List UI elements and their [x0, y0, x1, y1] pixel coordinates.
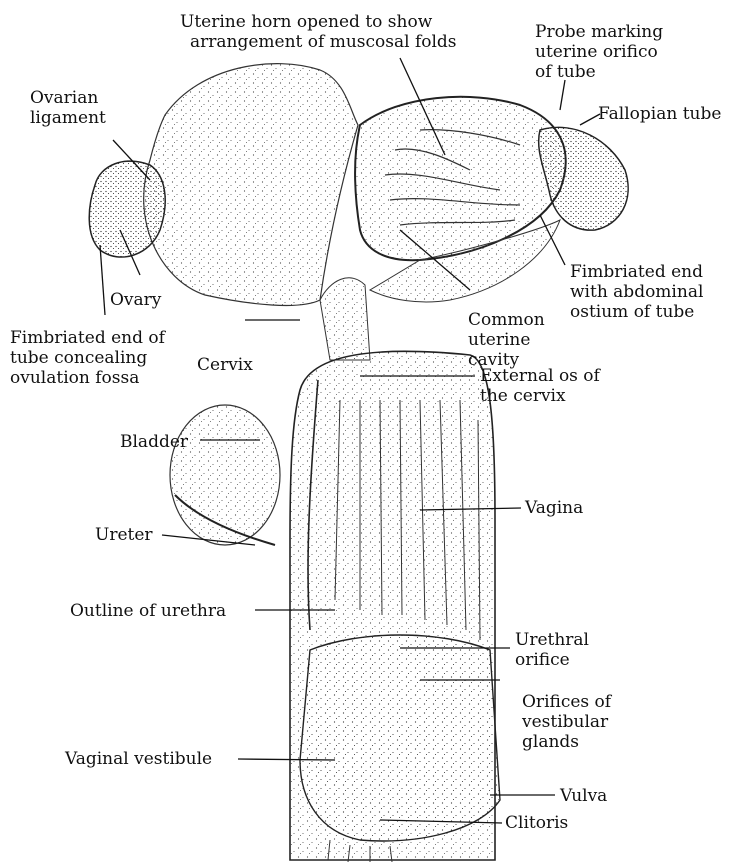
- label-line: Ureter: [95, 525, 153, 545]
- label-line: External os of: [480, 366, 600, 386]
- label-probe: Probe marking uterine orifico of tube: [535, 22, 663, 82]
- label-line: vestibular: [522, 712, 611, 732]
- label-line: uterine: [468, 330, 545, 350]
- label-ureter: Ureter: [95, 525, 153, 545]
- label-line: ostium of tube: [570, 302, 703, 322]
- right-fimbria: [539, 127, 628, 230]
- label-line: Vulva: [560, 786, 607, 806]
- label-line: glands: [522, 732, 611, 752]
- vestibule: [300, 635, 500, 841]
- bladder: [170, 405, 280, 545]
- label-bladder: Bladder: [120, 432, 188, 452]
- label-line: Fimbriated end: [570, 262, 703, 282]
- label-fallopian-tube: Fallopian tube: [598, 104, 721, 124]
- label-vestibular-glands: Orifices of vestibular glands: [522, 692, 611, 752]
- label-common-uterine: Common uterine cavity: [468, 310, 545, 370]
- label-line: Fimbriated end of: [10, 328, 165, 348]
- label-urethra: Outline of urethra: [70, 601, 226, 621]
- label-line: ovulation fossa: [10, 368, 165, 388]
- label-line: Urethral: [515, 630, 589, 650]
- label-line: Orifices of: [522, 692, 611, 712]
- label-line: Clitoris: [505, 813, 568, 833]
- label-ovary: Ovary: [110, 290, 161, 310]
- label-line: with abdominal: [570, 282, 703, 302]
- label-line: Probe marking: [535, 22, 663, 42]
- label-ovarian-ligament: Ovarian ligament: [30, 88, 106, 128]
- label-fimbriated-left: Fimbriated end of tube concealing ovulat…: [10, 328, 165, 388]
- label-line: Ovarian: [30, 88, 106, 108]
- label-line: Vaginal vestibule: [65, 749, 212, 769]
- label-line: Common: [468, 310, 545, 330]
- label-cervix: Cervix: [197, 355, 253, 375]
- label-line: of tube: [535, 62, 663, 82]
- label-line: ligament: [30, 108, 106, 128]
- label-clitoris: Clitoris: [505, 813, 568, 833]
- label-line: Ovary: [110, 290, 161, 310]
- label-vulva: Vulva: [560, 786, 607, 806]
- label-line: Outline of urethra: [70, 601, 226, 621]
- label-line: tube concealing: [10, 348, 165, 368]
- cervix: [320, 278, 370, 360]
- label-uterine-horn: Uterine horn opened to show arrangement …: [180, 12, 457, 52]
- label-line: uterine orifico: [535, 42, 663, 62]
- label-line: Uterine horn opened to show: [180, 12, 457, 32]
- label-line: arrangement of muscosal folds: [190, 32, 457, 52]
- left-uterine-horn: [144, 64, 358, 306]
- label-vaginal-vestibule: Vaginal vestibule: [65, 749, 212, 769]
- label-fimbriated-right: Fimbriated end with abdominal ostium of …: [570, 262, 703, 322]
- label-line: orifice: [515, 650, 589, 670]
- label-external-os: External os of the cervix: [480, 366, 600, 406]
- label-urethral-orifice: Urethral orifice: [515, 630, 589, 670]
- label-line: Bladder: [120, 432, 188, 452]
- label-line: Vagina: [525, 498, 583, 518]
- label-vagina: Vagina: [525, 498, 583, 518]
- label-line: Cervix: [197, 355, 253, 375]
- label-line: Fallopian tube: [598, 104, 721, 124]
- label-line: the cervix: [480, 386, 600, 406]
